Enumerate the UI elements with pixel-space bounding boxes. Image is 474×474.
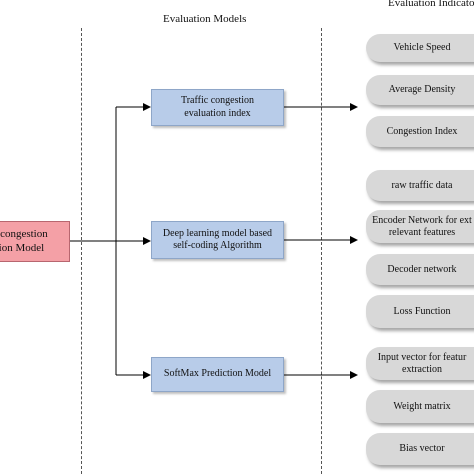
model-box-line-1: Traffic congestion xyxy=(180,95,255,106)
indicator-label: Decoder network xyxy=(387,263,457,275)
root-box-line-2: ection Model xyxy=(0,241,45,254)
indicator-label: Loss Function xyxy=(393,305,451,317)
indicator-loss-function: Loss Function xyxy=(366,295,474,328)
indicator-label-line-1: Input vector for featur xyxy=(377,351,467,363)
indicator-congestion-index: Congestion Index xyxy=(366,116,474,147)
indicator-label: Bias vector xyxy=(399,443,445,454)
root-box-line-1: ffic congestion xyxy=(0,227,48,240)
model-box-self-coding: Deep learning model based self-coding Al… xyxy=(151,221,284,259)
model-box-line-1: Deep learning model based xyxy=(162,227,273,239)
indicator-label-line-2: extraction xyxy=(402,363,442,375)
model-box-line-2: self-coding Algorithm xyxy=(173,240,262,251)
indicator-label: Average Density xyxy=(388,84,456,95)
indicator-label-line-2: relevant features xyxy=(388,226,456,238)
indicator-label: Vehicle Speed xyxy=(393,42,451,53)
indicator-encoder-network: Encoder Network for ext relevant feature… xyxy=(366,210,474,243)
model-box-softmax: SoftMax Prediction Model xyxy=(151,357,284,392)
indicator-label-line-1: Encoder Network for ext xyxy=(372,214,472,226)
model-box-line-2: evaluation index xyxy=(184,107,251,119)
model-box-congestion-index: Traffic congestion evaluation index xyxy=(151,89,284,126)
indicator-average-density: Average Density xyxy=(366,75,474,105)
indicator-label: Weight matrix xyxy=(393,400,451,412)
indicator-weight-matrix: Weight matrix xyxy=(366,390,474,423)
indicator-bias-vector: Bias vector xyxy=(366,433,474,465)
root-prediction-model-box: ffic congestion ection Model xyxy=(0,221,70,262)
evaluation-indicator-header: Evaluation Indicator xyxy=(388,0,474,9)
indicator-input-vector: Input vector for featur extraction xyxy=(366,347,474,380)
indicator-label: Congestion Index xyxy=(386,125,458,137)
right-dashed-divider xyxy=(321,28,322,474)
indicator-label: raw traffic data xyxy=(391,179,453,191)
indicator-raw-traffic-data: raw traffic data xyxy=(366,170,474,201)
indicator-decoder-network: Decoder network xyxy=(366,254,474,285)
left-dashed-divider xyxy=(81,28,82,474)
model-box-line-1: SoftMax Prediction Model xyxy=(163,368,272,380)
evaluation-models-header: Evaluation Models xyxy=(163,13,247,25)
indicator-vehicle-speed: Vehicle Speed xyxy=(366,34,474,62)
